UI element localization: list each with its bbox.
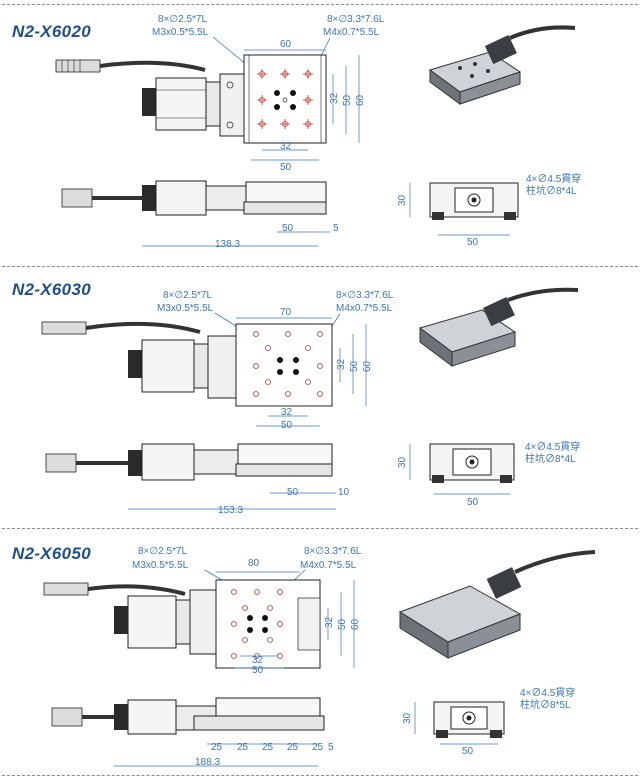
counterbore-label: 柱坑∅8*5L <box>520 698 571 711</box>
hole-small-thread: M3x0.5*5.5L <box>157 303 214 314</box>
hole-large-count: 8×∅3.3*7.6L <box>327 14 385 25</box>
dim-side-width: 50 <box>462 746 474 757</box>
dim-width-x: 50 <box>252 665 264 676</box>
dim-height-y: 60 <box>362 360 373 372</box>
section-n2-x6050: N2-X6050 8×∅2.5*7L M3x0.5*5.5L 8×∅3.3*7.… <box>0 528 641 775</box>
dim-total-len: 188.3 <box>195 757 220 768</box>
top-plate-view <box>235 323 333 407</box>
dim-pitch-y: 32 <box>336 358 347 370</box>
separator-top <box>2 4 638 5</box>
hole-small-count: 8×∅2.5*7L <box>158 14 207 25</box>
hole-large-count: 8×∅3.3*7.6L <box>304 546 362 557</box>
dim-height-y: 60 <box>355 94 366 106</box>
dim-pitch-y: 32 <box>329 92 340 104</box>
dim-top-width: 60 <box>280 39 292 50</box>
separator-1 <box>2 266 638 267</box>
drawing-n2-x6050: 8×∅2.5*7L M3x0.5*5.5L 8×∅3.3*7.6L M4x0.7… <box>43 546 596 768</box>
top-plate-view <box>215 579 321 669</box>
dim-len-mid: 50 <box>282 223 294 234</box>
dim-side-width: 50 <box>467 497 479 508</box>
cable-connector <box>41 321 201 335</box>
hole-small-thread: M3x0.5*5.5L <box>132 560 189 571</box>
hole-large-thread: M4x0.7*5.5L <box>300 560 357 571</box>
dim-top-width: 80 <box>248 558 260 569</box>
dim-len-end: 5 <box>328 742 334 753</box>
dim-seg-4: 25 <box>287 742 299 753</box>
dim-len-end: 5 <box>333 223 339 234</box>
dim-total-len: 153.3 <box>218 505 243 516</box>
dim-width-y: 50 <box>349 360 360 372</box>
drawing-n2-x6020: 8×∅2.5*7L M3x0.5*5.5L 8×∅3.3*7.6L M4x0.7… <box>55 14 581 250</box>
cable-connector <box>43 582 186 596</box>
through-hole-label: 4×∅4.5貫穿 <box>526 172 581 185</box>
model-title: N2-X6050 <box>12 544 91 563</box>
end-view <box>429 182 519 220</box>
end-view <box>433 701 505 738</box>
dim-seg-2: 25 <box>237 742 249 753</box>
hole-small-count: 8×∅2.5*7L <box>163 290 212 301</box>
separator-bottom <box>2 775 638 776</box>
stage-render-iso <box>428 25 576 105</box>
stage-render-iso <box>418 287 579 367</box>
dim-pitch-x: 32 <box>280 141 292 152</box>
separator-2 <box>2 528 638 529</box>
hole-small-thread: M3x0.5*5.5L <box>152 27 209 38</box>
motor-top <box>114 589 217 655</box>
counterbore-label: 柱坑∅8*4L <box>526 184 577 197</box>
model-title: N2-X6030 <box>12 280 91 299</box>
dim-seg-1: 25 <box>211 742 223 753</box>
dim-height-y: 60 <box>350 618 361 630</box>
dim-width-y: 50 <box>337 618 348 630</box>
side-view <box>45 443 333 481</box>
hole-large-count: 8×∅3.3*7.6L <box>336 290 394 301</box>
dim-total-len: 138.3 <box>215 239 240 250</box>
dim-side-height: 30 <box>397 194 408 206</box>
top-plate-view <box>243 54 327 144</box>
section-n2-x6020: N2-X6020 8×∅2.5*7L M3x0.5*5.5L 8×∅3.3*7.… <box>0 0 641 266</box>
dim-side-height: 30 <box>397 456 408 468</box>
dim-pitch-y: 32 <box>324 616 335 628</box>
side-view <box>61 180 327 216</box>
model-title: N2-X6020 <box>12 22 91 41</box>
side-view <box>51 697 325 735</box>
drawing-n2-x6030: 8×∅2.5*7L M3x0.5*5.5L 8×∅3.3*7.6L M4x0.7… <box>41 287 580 516</box>
dim-width-x: 50 <box>280 162 292 173</box>
dim-seg-5: 25 <box>312 742 324 753</box>
counterbore-label: 柱坑∅8*4L <box>525 452 576 465</box>
hole-large-thread: M4x0.7*5.5L <box>323 27 380 38</box>
through-hole-label: 4×∅4.5貫穿 <box>525 440 580 453</box>
dim-width-x: 50 <box>281 420 293 431</box>
dim-pitch-x: 32 <box>281 407 293 418</box>
cable-connector <box>55 59 206 73</box>
dim-seg-3: 25 <box>262 742 274 753</box>
dim-top-width: 70 <box>280 307 292 318</box>
dim-width-y: 50 <box>342 94 353 106</box>
motor-top <box>142 73 245 137</box>
section-n2-x6030: N2-X6030 8×∅2.5*7L M3x0.5*5.5L 8×∅3.3*7.… <box>0 266 641 528</box>
dim-len-end: 10 <box>338 487 350 498</box>
dim-pitch-x: 32 <box>252 655 264 666</box>
dim-side-width: 50 <box>467 237 479 248</box>
through-hole-label: 4×∅4.5貫穿 <box>520 686 575 699</box>
dim-len-mid: 50 <box>287 487 299 498</box>
motor-top <box>128 335 237 399</box>
dim-side-height: 30 <box>402 712 413 724</box>
stage-render-iso <box>398 550 596 659</box>
hole-large-thread: M4x0.7*5.5L <box>336 303 393 314</box>
end-view <box>429 443 515 483</box>
hole-small-count: 8×∅2.5*7L <box>138 546 187 557</box>
